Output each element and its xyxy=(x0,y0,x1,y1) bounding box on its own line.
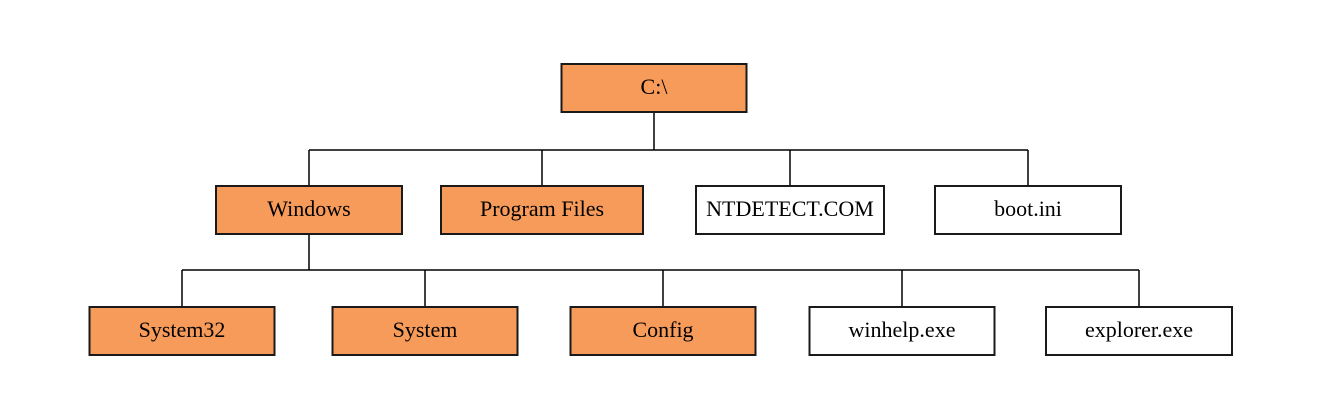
file-box xyxy=(1045,306,1233,356)
tree-node-program-files: Program Files xyxy=(440,185,644,235)
node-label: C:\ xyxy=(641,74,669,99)
tree-node-winhelp-exe: winhelp.exe xyxy=(808,306,996,356)
tree-node-windows: Windows xyxy=(215,185,403,235)
tree-node-config: Config xyxy=(569,306,757,356)
node-label: boot.ini xyxy=(994,196,1062,221)
file-box xyxy=(695,185,885,235)
folder-box xyxy=(331,306,519,356)
node-label: Config xyxy=(632,317,693,342)
node-label: winhelp.exe xyxy=(849,317,956,342)
file-box xyxy=(808,306,996,356)
tree-node-system32: System32 xyxy=(88,306,276,356)
node-label: NTDETECT.COM xyxy=(706,196,874,221)
node-label: Windows xyxy=(267,196,350,221)
tree-node-system: System xyxy=(331,306,519,356)
node-label: explorer.exe xyxy=(1085,317,1193,342)
folder-box xyxy=(215,185,403,235)
tree-node-c: C:\ xyxy=(560,63,748,113)
folder-box xyxy=(560,63,748,113)
tree-node-ntdetect-com: NTDETECT.COM xyxy=(695,185,885,235)
node-label: System32 xyxy=(139,317,226,342)
file-box xyxy=(934,185,1122,235)
tree-nodes: C:\ Windows Program Files NTDETECT.COM boot.… xyxy=(88,63,1233,356)
folder-box xyxy=(88,306,276,356)
node-label: System xyxy=(393,317,458,342)
folder-box xyxy=(440,185,644,235)
tree-node-explorer-exe: explorer.exe xyxy=(1045,306,1233,356)
node-label: Program Files xyxy=(480,196,604,221)
tree-node-boot-ini: boot.ini xyxy=(934,185,1122,235)
tree-connectors xyxy=(181,112,1140,307)
folder-box xyxy=(569,306,757,356)
